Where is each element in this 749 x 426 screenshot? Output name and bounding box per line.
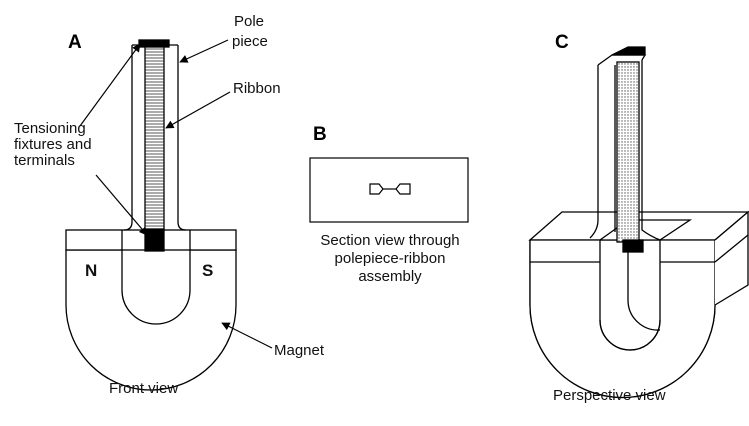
section-view-box <box>309 157 469 223</box>
perspective-ribbon <box>616 61 640 243</box>
caption-section-line3: assembly <box>358 268 422 285</box>
label-pole-piece-line2: piece <box>232 33 268 50</box>
perspective-pole-piece <box>589 60 661 241</box>
caption-front-view: Front view <box>109 380 179 397</box>
perspective-view-drawing <box>528 46 749 399</box>
caption-perspective-view: Perspective view <box>553 387 666 404</box>
panel-label-a: A <box>68 32 82 53</box>
label-tensioning-line3: terminals <box>14 152 75 169</box>
front-magnet-body <box>65 249 237 391</box>
front-leaders <box>79 39 273 349</box>
front-ribbon <box>144 46 165 230</box>
front-bottom-terminal <box>144 228 165 252</box>
front-pole-piece <box>123 45 187 231</box>
perspective-bottom-terminal <box>622 239 644 253</box>
label-north-pole: N <box>85 261 98 280</box>
section-view-drawing <box>309 157 469 223</box>
panel-label-b: B <box>313 124 327 145</box>
label-pole-piece-line1: Pole <box>234 13 265 30</box>
section-right-pole <box>395 183 411 195</box>
caption-section-line2: polepiece-ribbon <box>334 250 446 267</box>
panel-label-c: C <box>555 32 569 53</box>
front-top-terminal <box>138 39 170 48</box>
front-view-drawing <box>65 39 237 391</box>
label-ribbon: Ribbon <box>233 80 281 97</box>
perspective-top-terminal <box>611 46 646 56</box>
label-south-pole: S <box>202 261 214 280</box>
caption-section-line1: Section view through <box>320 232 460 249</box>
label-tensioning-line1: Tensioning <box>14 120 86 137</box>
label-magnet: Magnet <box>274 342 325 359</box>
label-tensioning-line2: fixtures and <box>14 136 92 153</box>
section-left-pole <box>369 183 384 195</box>
